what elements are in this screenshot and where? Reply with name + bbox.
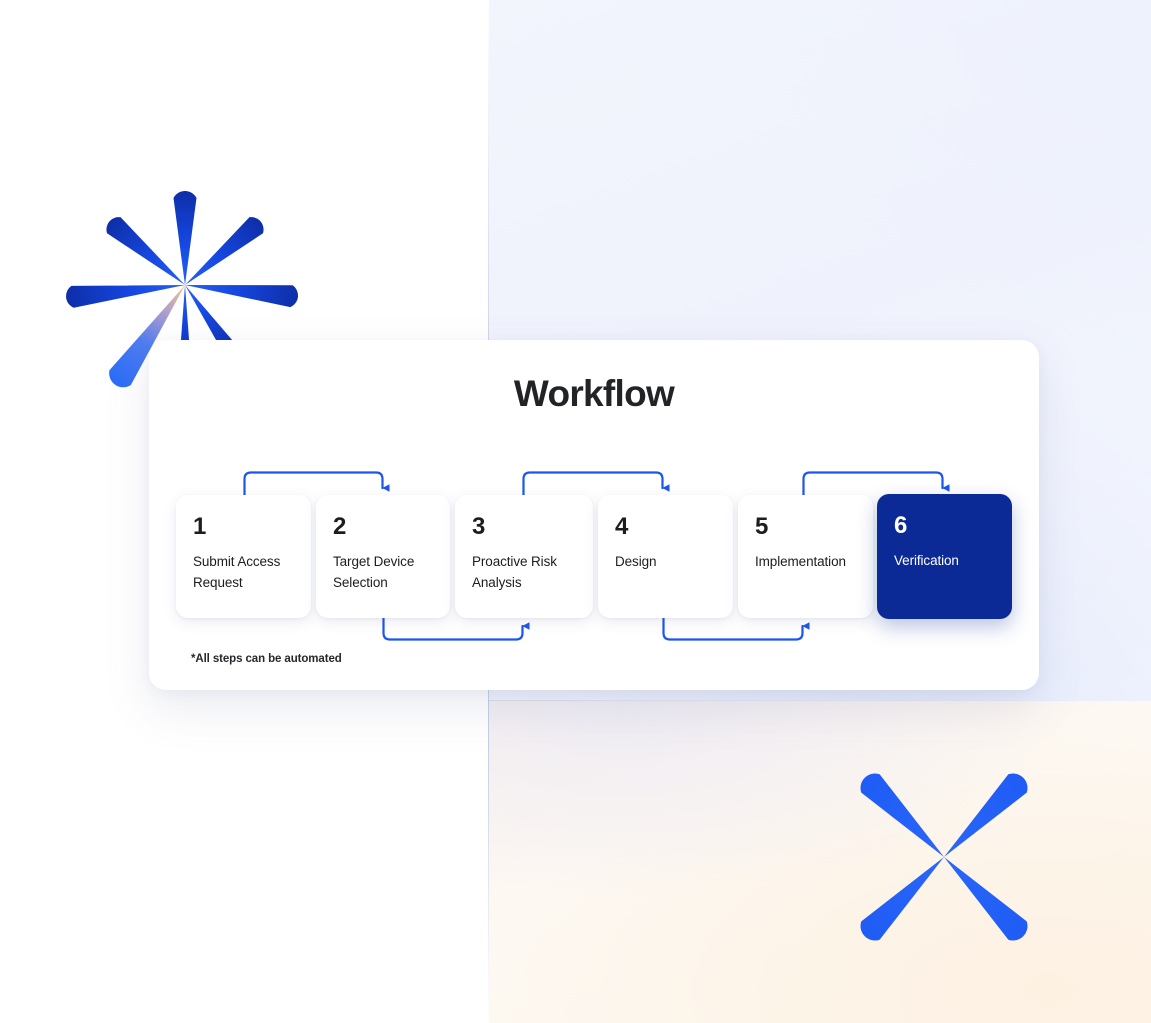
page-title: Workflow xyxy=(513,373,675,414)
step-number: 6 xyxy=(894,512,908,539)
workflow-panel: Workflow 1 Submit Access Request xyxy=(149,340,1039,690)
connector-1-to-2 xyxy=(243,471,390,498)
workflow-step-3[interactable]: 3 Proactive Risk Analysis xyxy=(455,495,593,618)
workflow-step-4[interactable]: 4 Design xyxy=(598,495,733,618)
step-label: Submit Access Request xyxy=(193,554,281,590)
horizontal-divider xyxy=(489,700,1151,701)
workflow-steps: 1 Submit Access Request 2 Target Device … xyxy=(176,494,1012,619)
step-number: 1 xyxy=(193,513,207,540)
footnote-text: *All steps can be automated xyxy=(191,653,342,665)
workflow-step-6[interactable]: 6 Verification xyxy=(877,494,1012,619)
step-label: Verification xyxy=(894,553,959,568)
step-number: 5 xyxy=(755,513,769,540)
workflow-step-1[interactable]: 1 Submit Access Request xyxy=(176,495,311,618)
connector-arrows xyxy=(243,471,950,641)
step-label: Target Device Selection xyxy=(333,554,415,590)
workflow-step-2[interactable]: 2 Target Device Selection xyxy=(316,495,450,618)
connector-3-to-4 xyxy=(522,471,670,498)
workflow-step-5[interactable]: 5 Implementation xyxy=(738,495,873,618)
connector-5-to-6 xyxy=(802,471,950,498)
step-number: 2 xyxy=(333,513,347,540)
step-label: Implementation xyxy=(755,554,846,569)
background-quadrant-bottom-left xyxy=(0,701,489,1023)
background-quadrant-bottom-right xyxy=(489,701,1151,1023)
connector-2-to-3 xyxy=(382,616,530,641)
step-label: Design xyxy=(615,554,657,569)
step-number: 3 xyxy=(472,513,486,540)
step-label: Proactive Risk Analysis xyxy=(472,554,557,590)
step-number: 4 xyxy=(615,513,629,540)
connector-4-to-5 xyxy=(662,616,810,641)
